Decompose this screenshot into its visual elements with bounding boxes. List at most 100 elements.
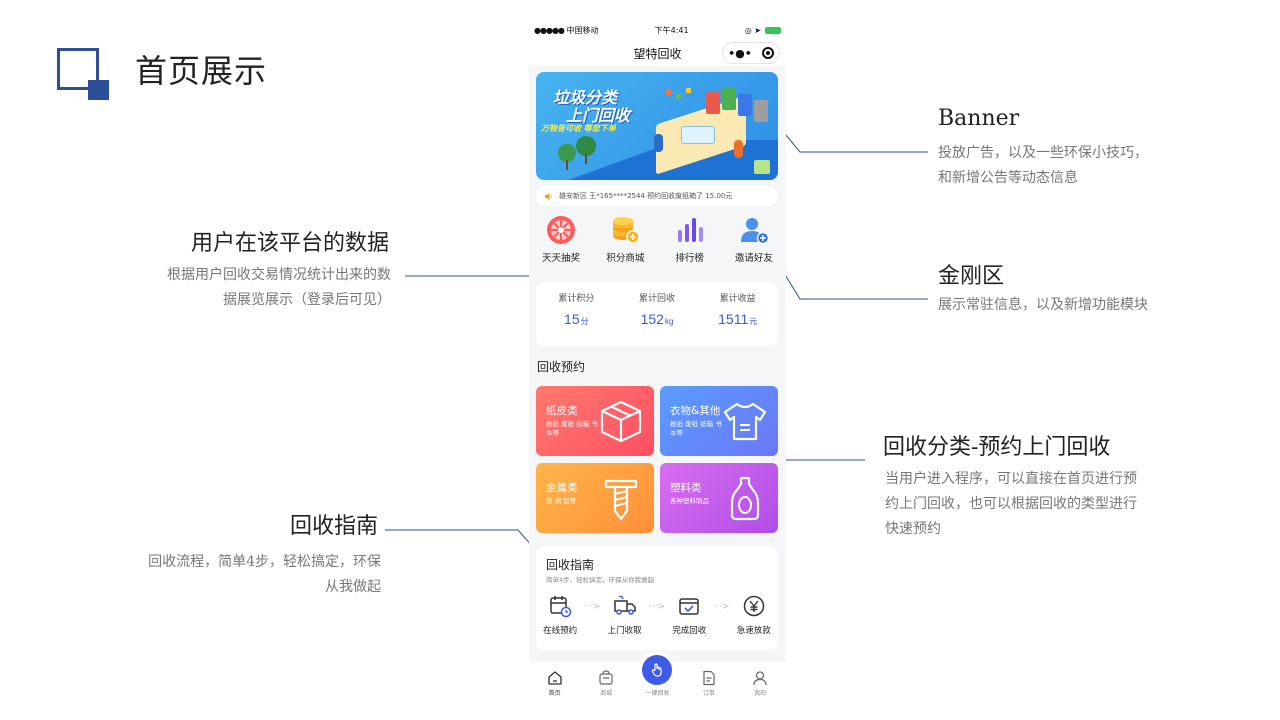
- annotation-kingkong-line-1: 展示常驻信息，以及新增功能模块: [938, 297, 1148, 313]
- connector-guide: [385, 529, 551, 567]
- tab-label: 我的: [754, 690, 767, 697]
- guide-title: 回收指南: [546, 558, 595, 572]
- annotation-category-line-2: 约上门回收，也可以根据回收的类型进行: [885, 496, 1137, 512]
- nav-bar: 望特回收 •●•: [529, 40, 786, 66]
- truck-icon: [613, 595, 636, 615]
- guide-steps: 在线预约 ···> 上门收取 ···>: [536, 594, 778, 636]
- tab-label: 订单: [702, 690, 715, 697]
- more-icon[interactable]: •●•: [728, 46, 752, 60]
- tab-shop[interactable]: 商城: [586, 670, 626, 697]
- notice-bar[interactable]: 雄安新区 王*165****2544 预约回收废纸箱了 15.00元: [536, 186, 778, 206]
- person-figure: [734, 140, 743, 158]
- trash-bin-icon: [738, 94, 752, 116]
- banner-headline-2: 上门回收: [566, 106, 631, 125]
- stat-unit: 分: [580, 317, 589, 326]
- banner-flag: [686, 88, 691, 93]
- quick-entry-points-mall[interactable]: 积分商城: [593, 214, 657, 272]
- category-title: 纸皮类: [546, 405, 578, 417]
- status-bar: ●●●●● 中国移动 下午4:41 ◎ ➤: [529, 20, 786, 40]
- promo-banner[interactable]: 垃圾分类 上门回收 万物皆可收 等您下单: [536, 72, 778, 180]
- stat-unit: kg: [664, 317, 674, 326]
- annotation-category-line-1: 当用户进入程序，可以直接在首页进行预: [885, 471, 1137, 487]
- step-arrow-icon: ···>: [713, 602, 730, 612]
- gift-box-icon: [754, 160, 770, 174]
- order-icon: [703, 670, 715, 686]
- annotation-guide-title: 回收指南: [289, 514, 378, 539]
- stat-recycled: 累计回收 152kg: [617, 282, 698, 346]
- quick-entry-grid: 天天抽奖 积分商城 排行榜: [529, 214, 786, 272]
- category-title: 塑料类: [670, 482, 702, 494]
- category-title: 金属类: [546, 482, 578, 494]
- home-icon: [548, 671, 562, 685]
- quick-entry-label: 邀请好友: [734, 253, 773, 264]
- slide-logo-mark: [57, 48, 109, 100]
- tab-one-click-recycle[interactable]: 一键回收: [637, 655, 677, 697]
- guide-step-label: 急速放款: [736, 626, 771, 636]
- banner-headline-1: 垃圾分类: [553, 88, 618, 107]
- close-target-icon[interactable]: [761, 47, 774, 59]
- tap-hand-icon: [642, 655, 673, 685]
- quick-entry-ranking[interactable]: 排行榜: [658, 214, 722, 272]
- recycling-guide-card: 回收指南 简单4步，轻松搞定，环保从你我做起 在线预约 ···>: [536, 546, 778, 650]
- stat-points: 累计积分 15分: [536, 282, 617, 346]
- annotation-guide-line-1: 回收流程，简单4步，轻松搞定，环保: [148, 554, 381, 570]
- tab-home[interactable]: 首页: [535, 670, 575, 697]
- stat-label: 累计回收: [639, 294, 676, 304]
- tree-icon: [558, 144, 576, 162]
- tab-orders[interactable]: 订单: [689, 670, 729, 697]
- tree-icon: [576, 136, 596, 156]
- screw-icon: [604, 479, 638, 521]
- annotation-kingkong-desc: 展示常驻信息，以及新增功能模块: [938, 293, 1148, 318]
- annotation-banner-line-1: 投放广告，以及一些环保小技巧，: [938, 145, 1148, 161]
- stat-earnings: 累计收益 1511元: [697, 282, 778, 346]
- trash-bin-icon: [754, 100, 768, 122]
- trash-bin-icon: [722, 88, 736, 110]
- category-subtitle: 铁 铜 铝等: [546, 497, 577, 505]
- connector-banner: [765, 110, 928, 153]
- tshirt-icon: [723, 402, 767, 441]
- stat-label: 累计收益: [719, 294, 756, 304]
- tab-label: 首页: [548, 690, 561, 697]
- shop-icon: [599, 670, 613, 685]
- coin-stack-icon: [613, 217, 641, 244]
- tab-label: 一键回收: [645, 690, 670, 697]
- guide-step-label: 上门收取: [607, 626, 642, 636]
- annotation-user-data-desc: 根据用户回收交易情况统计出来的数 据展览展示（登录后可见）: [167, 263, 391, 313]
- connector-kingkong: [765, 243, 928, 300]
- stat-value-wrap: 1511元: [718, 311, 757, 327]
- category-subtitle: 报纸 废纸 纸箱 书本等: [670, 420, 722, 437]
- stat-value: 152: [640, 311, 664, 327]
- tree-trunk: [585, 154, 587, 164]
- lottery-wheel-icon: [547, 216, 576, 244]
- user-stats-card: 累计积分 15分 累计回收 152kg 累计收益 1511元: [536, 282, 778, 346]
- miniprogram-capsule: •●•: [722, 42, 780, 64]
- logo-square-fill: [88, 80, 109, 100]
- phone-screen: ●●●●● 中国移动 下午4:41 ◎ ➤ 望特回收 •●•: [529, 20, 786, 700]
- step-arrow-icon: ···>: [584, 602, 601, 612]
- tab-label: 商城: [600, 690, 613, 697]
- guide-step-label: 在线预约: [543, 626, 578, 636]
- banner-flag: [676, 94, 681, 99]
- annotation-banner-title: Banner: [938, 106, 1020, 131]
- status-left: ●●●●● 中国移动: [534, 25, 598, 36]
- speaker-icon: [544, 192, 553, 201]
- category-subtitle: 报纸 废纸 纸箱 书本等: [546, 420, 598, 437]
- tab-profile[interactable]: 我的: [740, 670, 780, 697]
- logo-square-outline: [57, 48, 99, 90]
- guide-subtitle: 简单4步，轻松搞定，环保从你我做起: [546, 576, 655, 584]
- check-box-icon: [679, 598, 699, 615]
- quick-entry-invite[interactable]: 邀请好友: [722, 214, 786, 272]
- category-card-paper[interactable]: 纸皮类 报纸 废纸 纸箱 书本等: [536, 386, 654, 456]
- category-card-metal[interactable]: 金属类 铁 铜 铝等: [536, 463, 654, 533]
- yuan-coin-icon: [743, 595, 765, 617]
- stat-value: 1511: [718, 311, 749, 327]
- category-card-plastic[interactable]: 塑料类 各种塑料制品: [660, 463, 778, 533]
- step-arrow-icon: ···>: [648, 602, 666, 612]
- category-card-clothes[interactable]: 衣物&其他 报纸 废纸 纸箱 书本等: [660, 386, 778, 456]
- battery-icon: [765, 26, 781, 34]
- bottle-icon: [730, 476, 760, 521]
- annotation-category-line-3: 快速预约: [885, 521, 941, 537]
- annotation-user-data-title: 用户在该平台的数据: [190, 231, 389, 256]
- quick-entry-lottery[interactable]: 天天抽奖: [529, 214, 593, 272]
- tab-bar: 首页 商城 一键回收 订单: [529, 655, 786, 700]
